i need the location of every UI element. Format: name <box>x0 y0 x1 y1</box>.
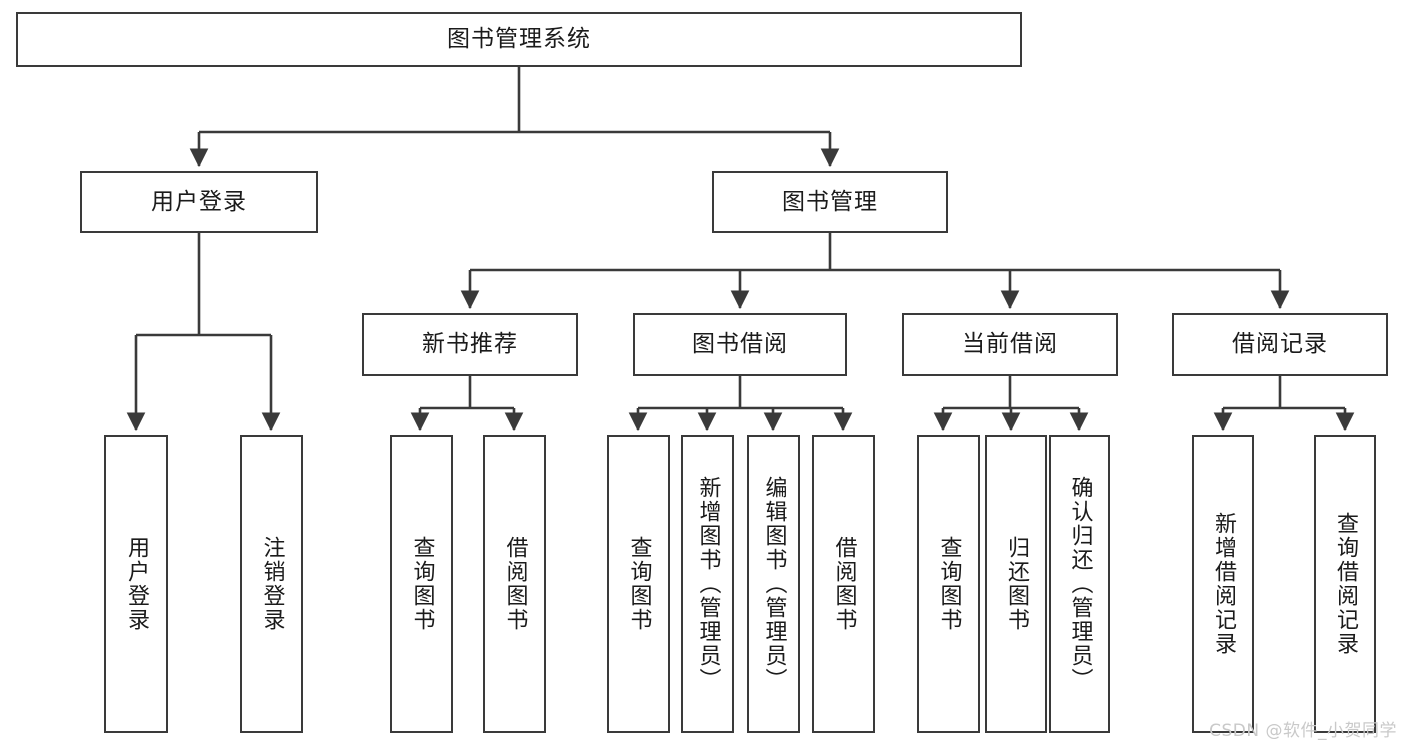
node-label: 用户登录 <box>123 536 149 632</box>
leaf-user-login[interactable]: 用户登录 <box>104 435 168 733</box>
node-label: 当前借阅 <box>962 331 1058 358</box>
leaf-add-book-admin[interactable]: 新增图书（管理员） <box>681 435 734 733</box>
node-label: 用户登录 <box>151 188 247 215</box>
node-user-login[interactable]: 用户登录 <box>80 171 318 233</box>
node-label: 新增借阅记录 <box>1210 512 1236 656</box>
node-label: 图书管理系统 <box>447 26 591 53</box>
leaf-borrow-book-new[interactable]: 借阅图书 <box>483 435 546 733</box>
node-label: 图书管理 <box>782 188 878 215</box>
leaf-logout[interactable]: 注销登录 <box>240 435 303 733</box>
node-label: 查询借阅记录 <box>1332 512 1358 656</box>
node-label: 图书借阅 <box>692 331 788 358</box>
leaf-borrow-book[interactable]: 借阅图书 <box>812 435 875 733</box>
watermark: CSDN @软件_小贺同学 <box>1209 721 1397 741</box>
node-root-book-management-system[interactable]: 图书管理系统 <box>16 12 1022 67</box>
leaf-query-book-new[interactable]: 查询图书 <box>390 435 453 733</box>
node-label: 确认归还（管理员） <box>1067 476 1093 692</box>
node-label: 新书推荐 <box>422 331 518 358</box>
leaf-add-borrow-record[interactable]: 新增借阅记录 <box>1192 435 1254 733</box>
node-book-management[interactable]: 图书管理 <box>712 171 948 233</box>
leaf-return-book[interactable]: 归还图书 <box>985 435 1047 733</box>
leaf-query-book-borrow[interactable]: 查询图书 <box>607 435 670 733</box>
leaf-confirm-return-admin[interactable]: 确认归还（管理员） <box>1049 435 1110 733</box>
node-label: 借阅记录 <box>1232 331 1328 358</box>
leaf-edit-book-admin[interactable]: 编辑图书（管理员） <box>747 435 800 733</box>
node-label: 新增图书（管理员） <box>695 476 721 692</box>
node-new-book-recommend[interactable]: 新书推荐 <box>362 313 578 376</box>
node-book-borrow[interactable]: 图书借阅 <box>633 313 847 376</box>
node-label: 借阅图书 <box>502 536 528 632</box>
node-borrow-record[interactable]: 借阅记录 <box>1172 313 1388 376</box>
node-label: 查询图书 <box>626 536 652 632</box>
node-label: 借阅图书 <box>831 536 857 632</box>
node-label: 归还图书 <box>1003 536 1029 632</box>
node-current-borrow[interactable]: 当前借阅 <box>902 313 1118 376</box>
leaf-query-borrow-record[interactable]: 查询借阅记录 <box>1314 435 1376 733</box>
node-label: 编辑图书（管理员） <box>761 476 787 692</box>
node-label: 查询图书 <box>936 536 962 632</box>
node-label: 注销登录 <box>259 536 285 632</box>
leaf-query-book-current[interactable]: 查询图书 <box>917 435 980 733</box>
node-label: 查询图书 <box>409 536 435 632</box>
